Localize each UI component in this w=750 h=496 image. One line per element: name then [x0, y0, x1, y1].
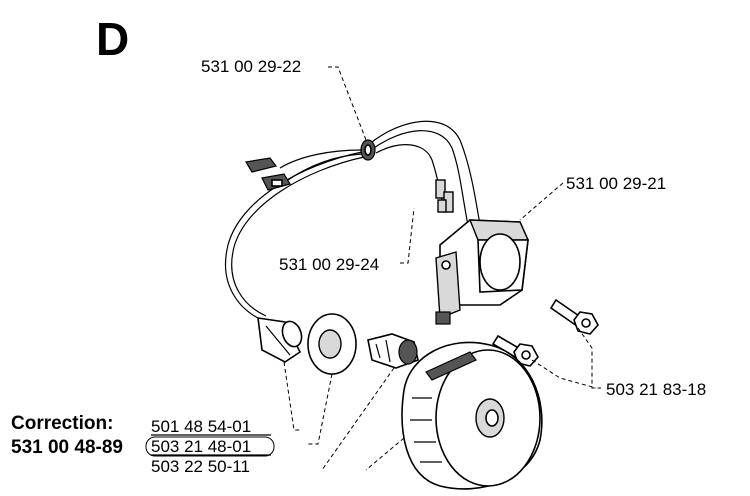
correction-label: Correction:	[11, 413, 113, 434]
section-letter: D	[96, 13, 129, 65]
wire-bundle-2	[373, 130, 469, 226]
wire-bundle	[371, 120, 481, 226]
ht-lead-wire-inner	[231, 156, 365, 317]
ignition-coil	[435, 219, 530, 325]
wire-connectors	[435, 179, 454, 213]
leader-lines	[283, 66, 601, 471]
part-label-503225011: 503 22 50-11	[151, 457, 250, 476]
screw-upper	[549, 298, 599, 335]
short-lead-2	[284, 153, 363, 183]
part-label-501485401: 501 48 54-01	[151, 417, 251, 436]
wire-bundle-3	[375, 144, 443, 201]
short-lead	[279, 149, 363, 169]
correction-part-number: 531 00 48-89	[11, 437, 123, 458]
spark-plug-cap	[257, 317, 303, 363]
ht-lead-wire	[224, 151, 363, 321]
washer	[307, 313, 357, 375]
part-label-503218318: 503 21 83-18	[606, 380, 706, 399]
grommet	[360, 139, 376, 161]
flywheel-nut	[367, 333, 419, 369]
part-label-531002922: 531 00 29-22	[201, 57, 301, 76]
terminal-connectors	[245, 157, 291, 191]
part-label-531002924: 531 00 29-24	[279, 255, 379, 274]
part-label-531002921: 531 00 29-21	[566, 174, 666, 193]
part-label-503214801: 503 21 48-01	[151, 437, 251, 456]
flywheel	[401, 341, 543, 490]
highlight-oval	[145, 436, 275, 457]
